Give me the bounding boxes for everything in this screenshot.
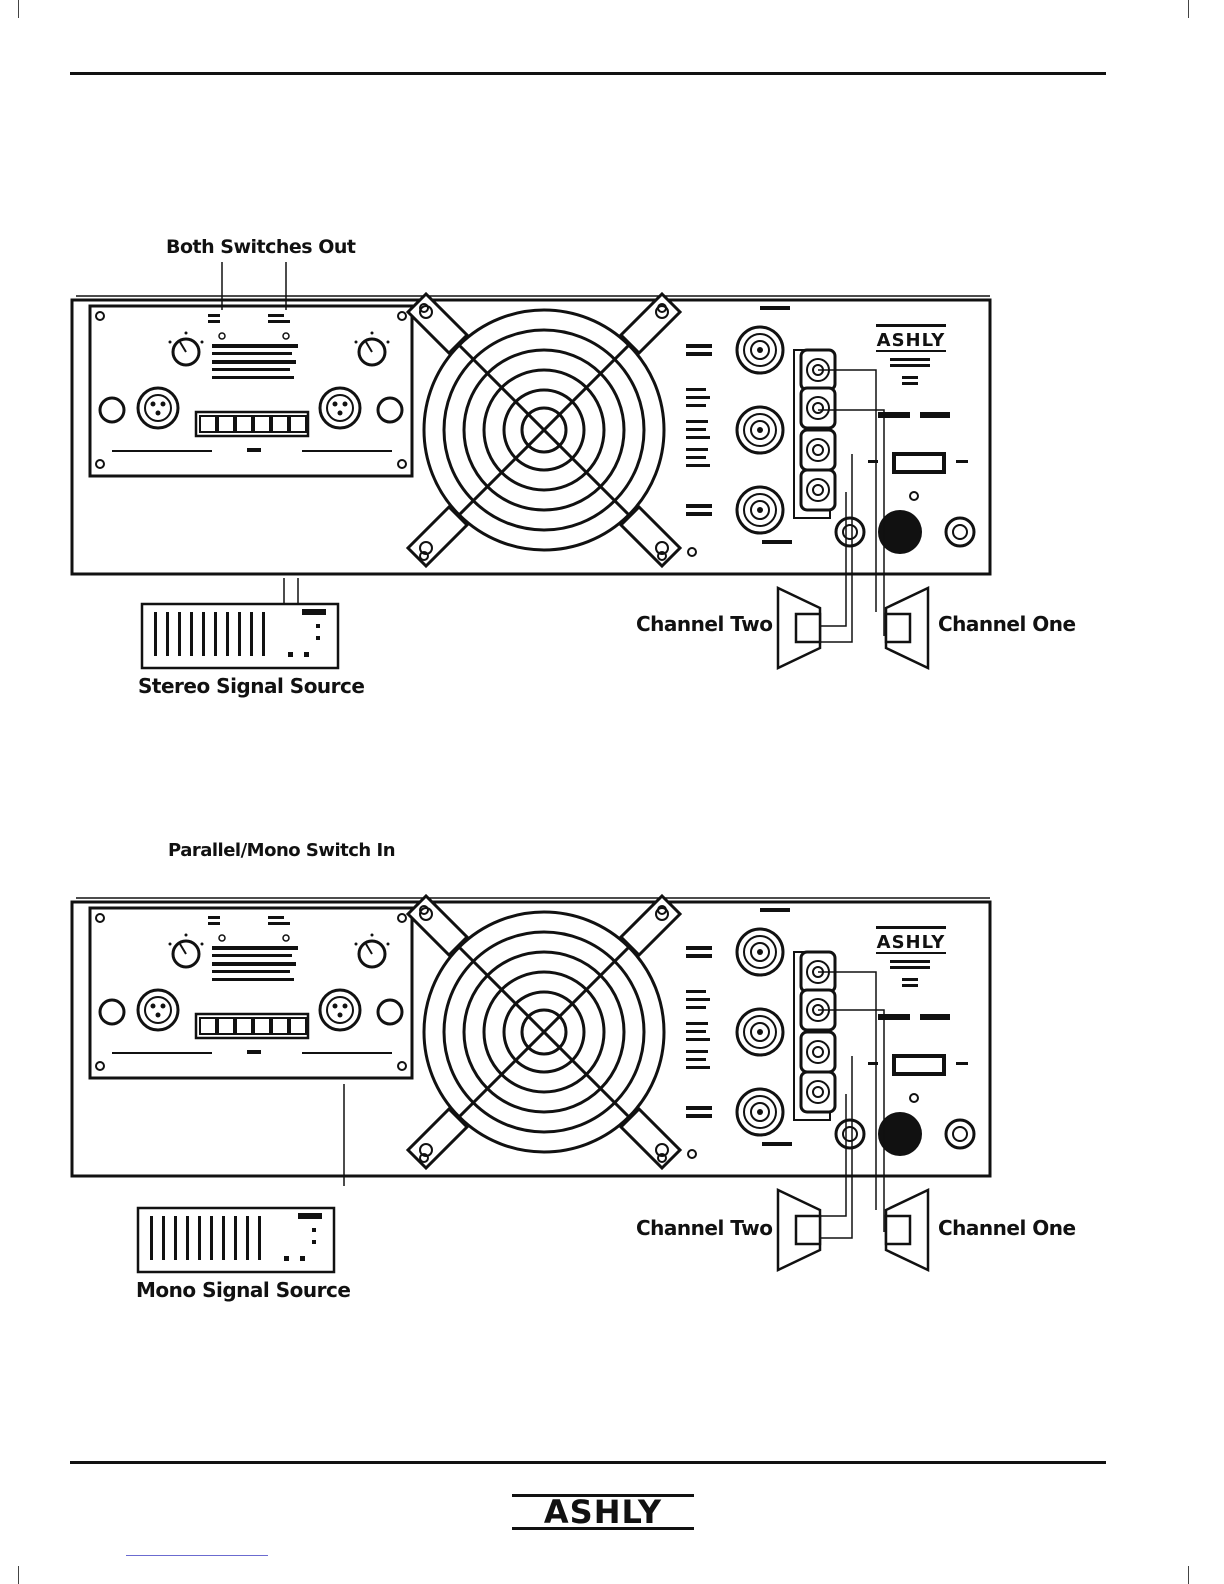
channel-one-label-bottom: Channel One [938, 1216, 1076, 1240]
speaker-channel-one-icon [886, 1190, 928, 1270]
bottom-diagram-title: Parallel/Mono Switch In [168, 840, 395, 861]
mono-signal-source-icon [138, 1208, 334, 1272]
speaker-channel-one-icon [886, 588, 928, 668]
stereo-source-label: Stereo Signal Source [138, 674, 364, 698]
channel-two-label-bottom: Channel Two [636, 1216, 772, 1240]
ashly-logo: ASHLY [512, 1494, 694, 1530]
speaker-channel-two-icon [778, 588, 820, 668]
stereo-signal-source-icon [142, 604, 338, 668]
mono-source-label: Mono Signal Source [136, 1278, 350, 1302]
footer-link-underline[interactable] [126, 1555, 268, 1556]
logo-text: ASHLY [512, 1494, 694, 1530]
speaker-channel-two-icon [778, 1190, 820, 1270]
top-diagram-title: Both Switches Out [166, 236, 355, 258]
channel-one-label-top: Channel One [938, 612, 1076, 636]
channel-two-label-top: Channel Two [636, 612, 772, 636]
